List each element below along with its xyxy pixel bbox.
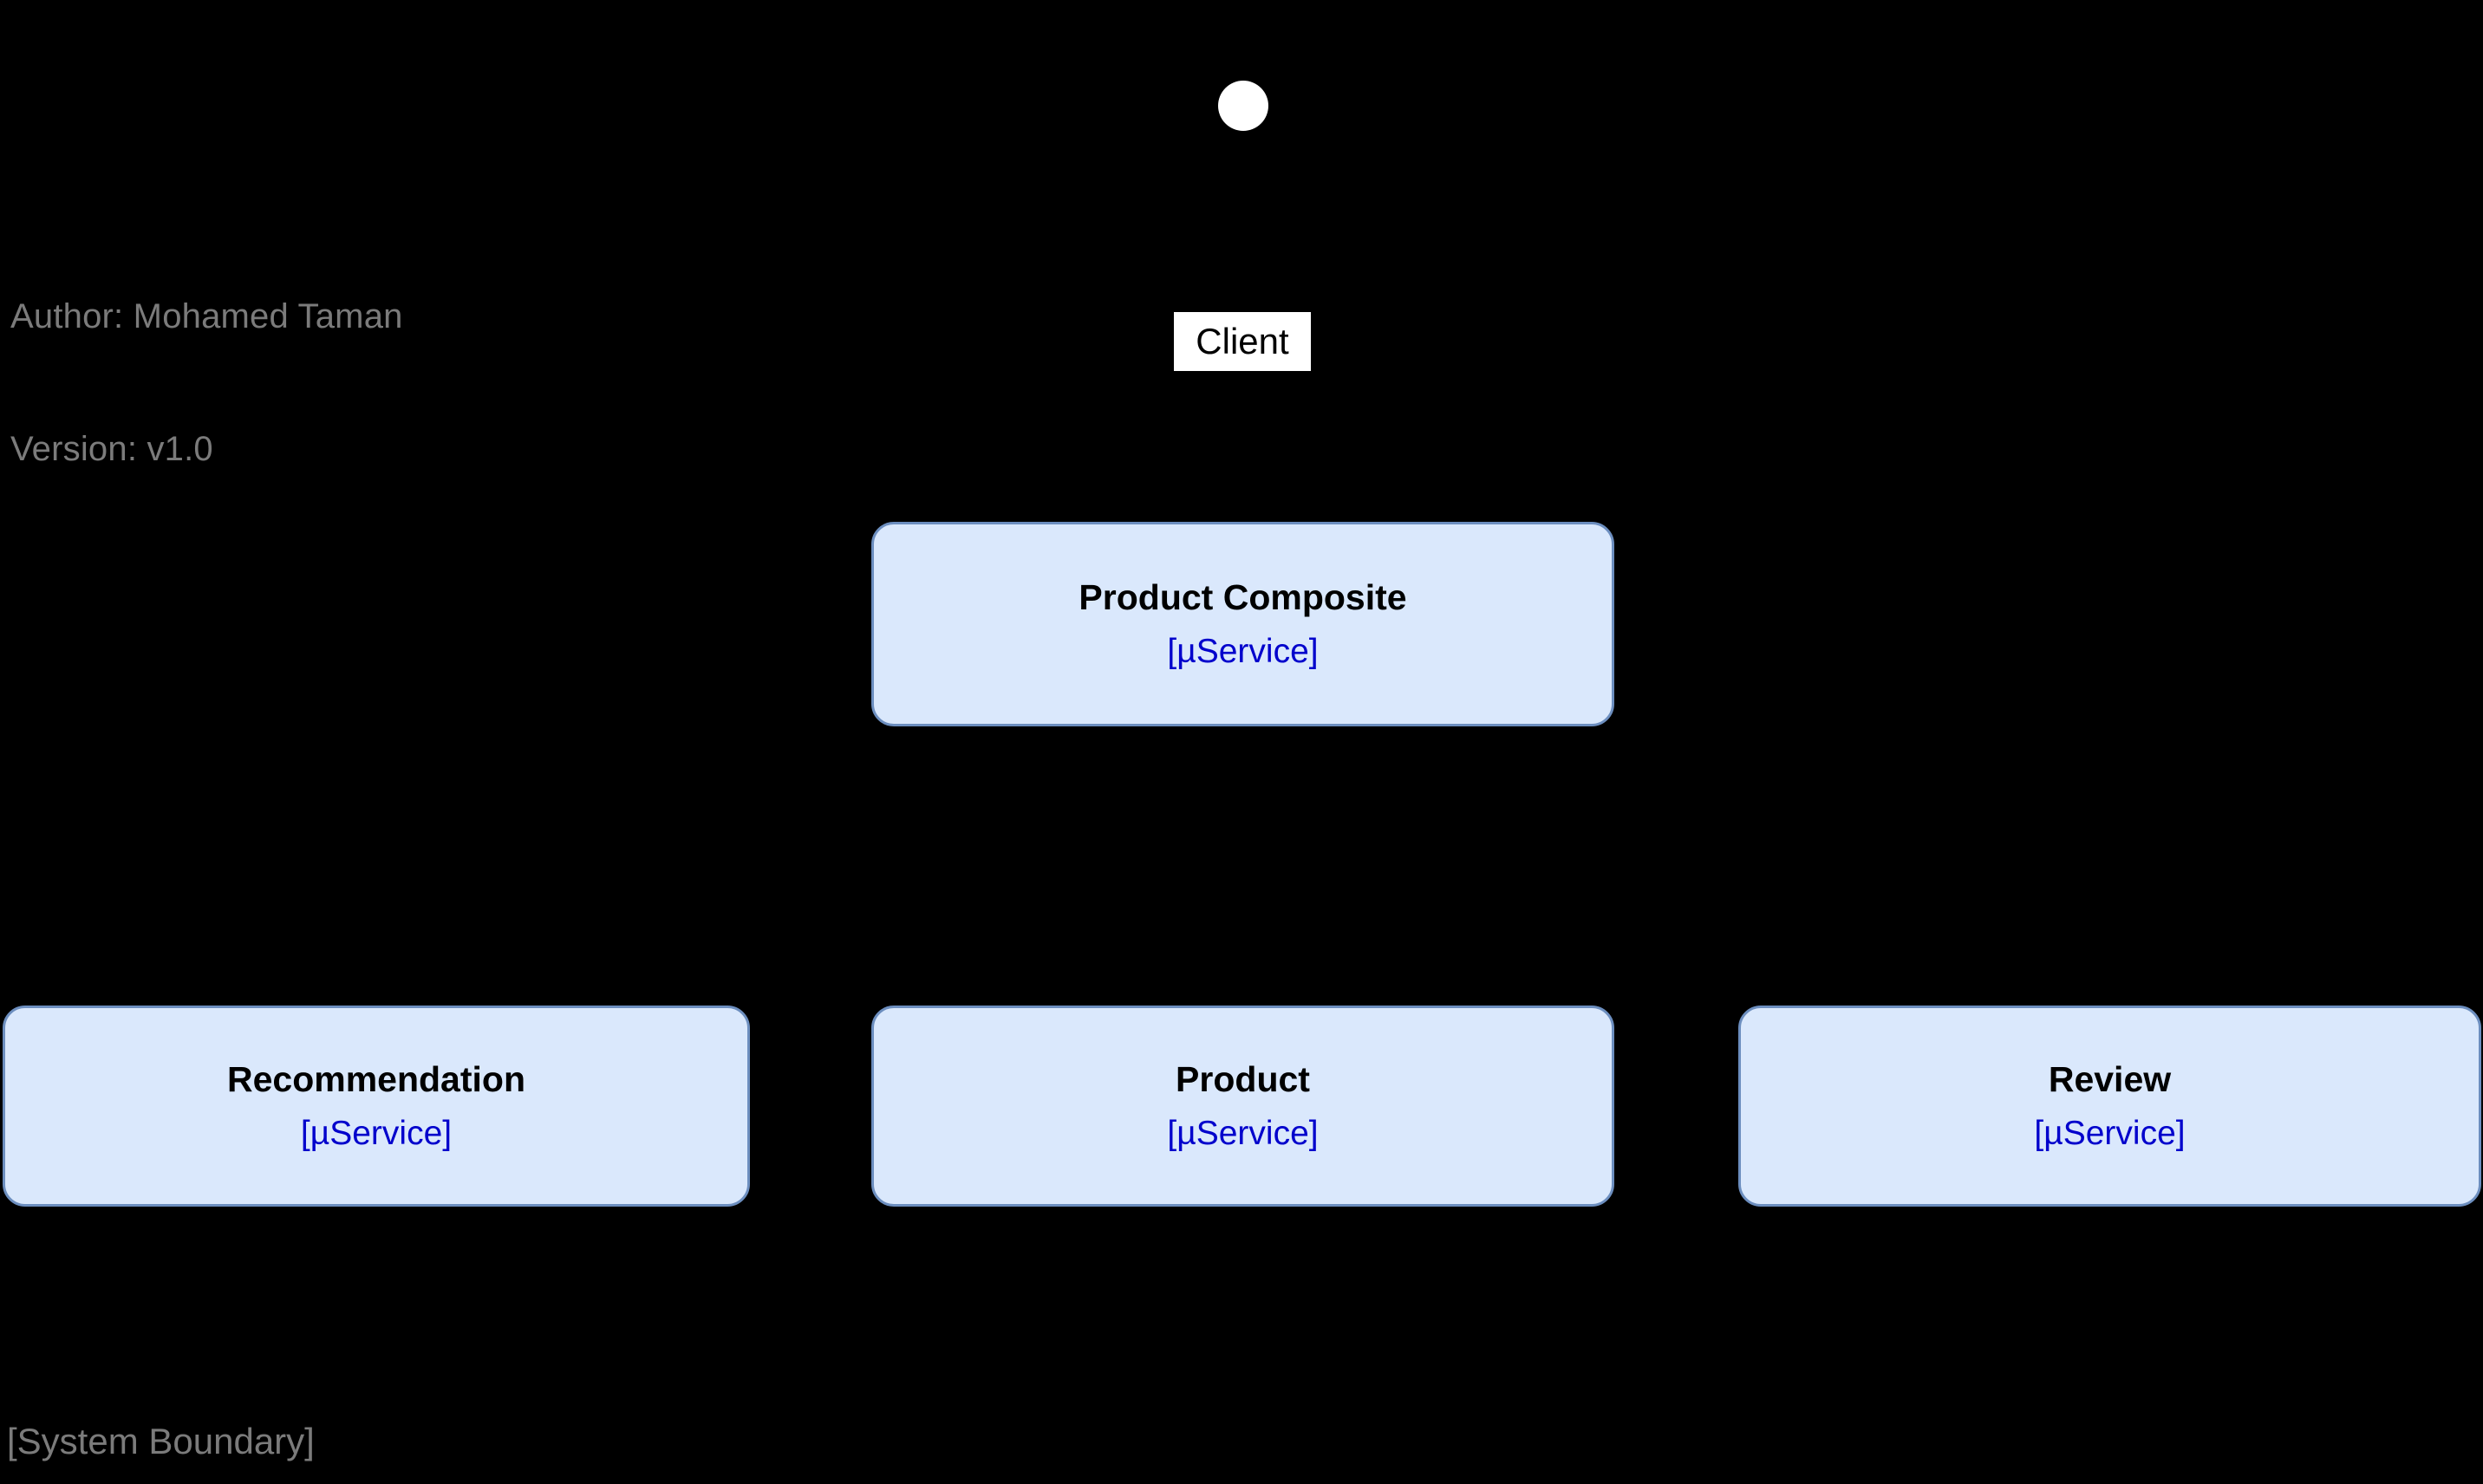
author-label: Author: Mohamed Taman — [10, 297, 403, 335]
node-product[interactable]: Product [µService] — [871, 1006, 1614, 1207]
node-title: Product — [1176, 1059, 1310, 1099]
link-composite-to-recommendation — [376, 841, 379, 1006]
link-client-to-product-composite — [1243, 371, 1246, 522]
node-title: Review — [2048, 1059, 2172, 1099]
node-title: Recommendation — [227, 1059, 525, 1099]
node-recommendation[interactable]: Recommendation [µService] — [3, 1006, 750, 1207]
link-composite-trunk — [1243, 726, 1246, 841]
node-title: Product Composite — [1079, 577, 1407, 617]
node-subtitle: [µService] — [1167, 633, 1319, 670]
node-product-composite[interactable]: Product Composite [µService] — [871, 522, 1614, 726]
node-subtitle: [µService] — [1167, 1115, 1319, 1152]
version-label: Version: v1.0 — [10, 430, 213, 468]
link-composite-to-review — [2110, 841, 2113, 1006]
system-boundary-label: [System Boundary] — [7, 1421, 315, 1461]
link-composite-to-product — [1243, 841, 1246, 1006]
node-review[interactable]: Review [µService] — [1738, 1006, 2481, 1207]
diagram-metadata: Author: Mohamed Taman Version: v1.0 — [10, 206, 403, 560]
node-subtitle: [µService] — [300, 1115, 453, 1152]
client-actor-body-icon — [1243, 131, 1247, 235]
client-actor-label[interactable]: Client — [1174, 312, 1311, 371]
node-subtitle: [µService] — [2034, 1115, 2186, 1152]
client-actor-head-icon — [1218, 81, 1268, 131]
